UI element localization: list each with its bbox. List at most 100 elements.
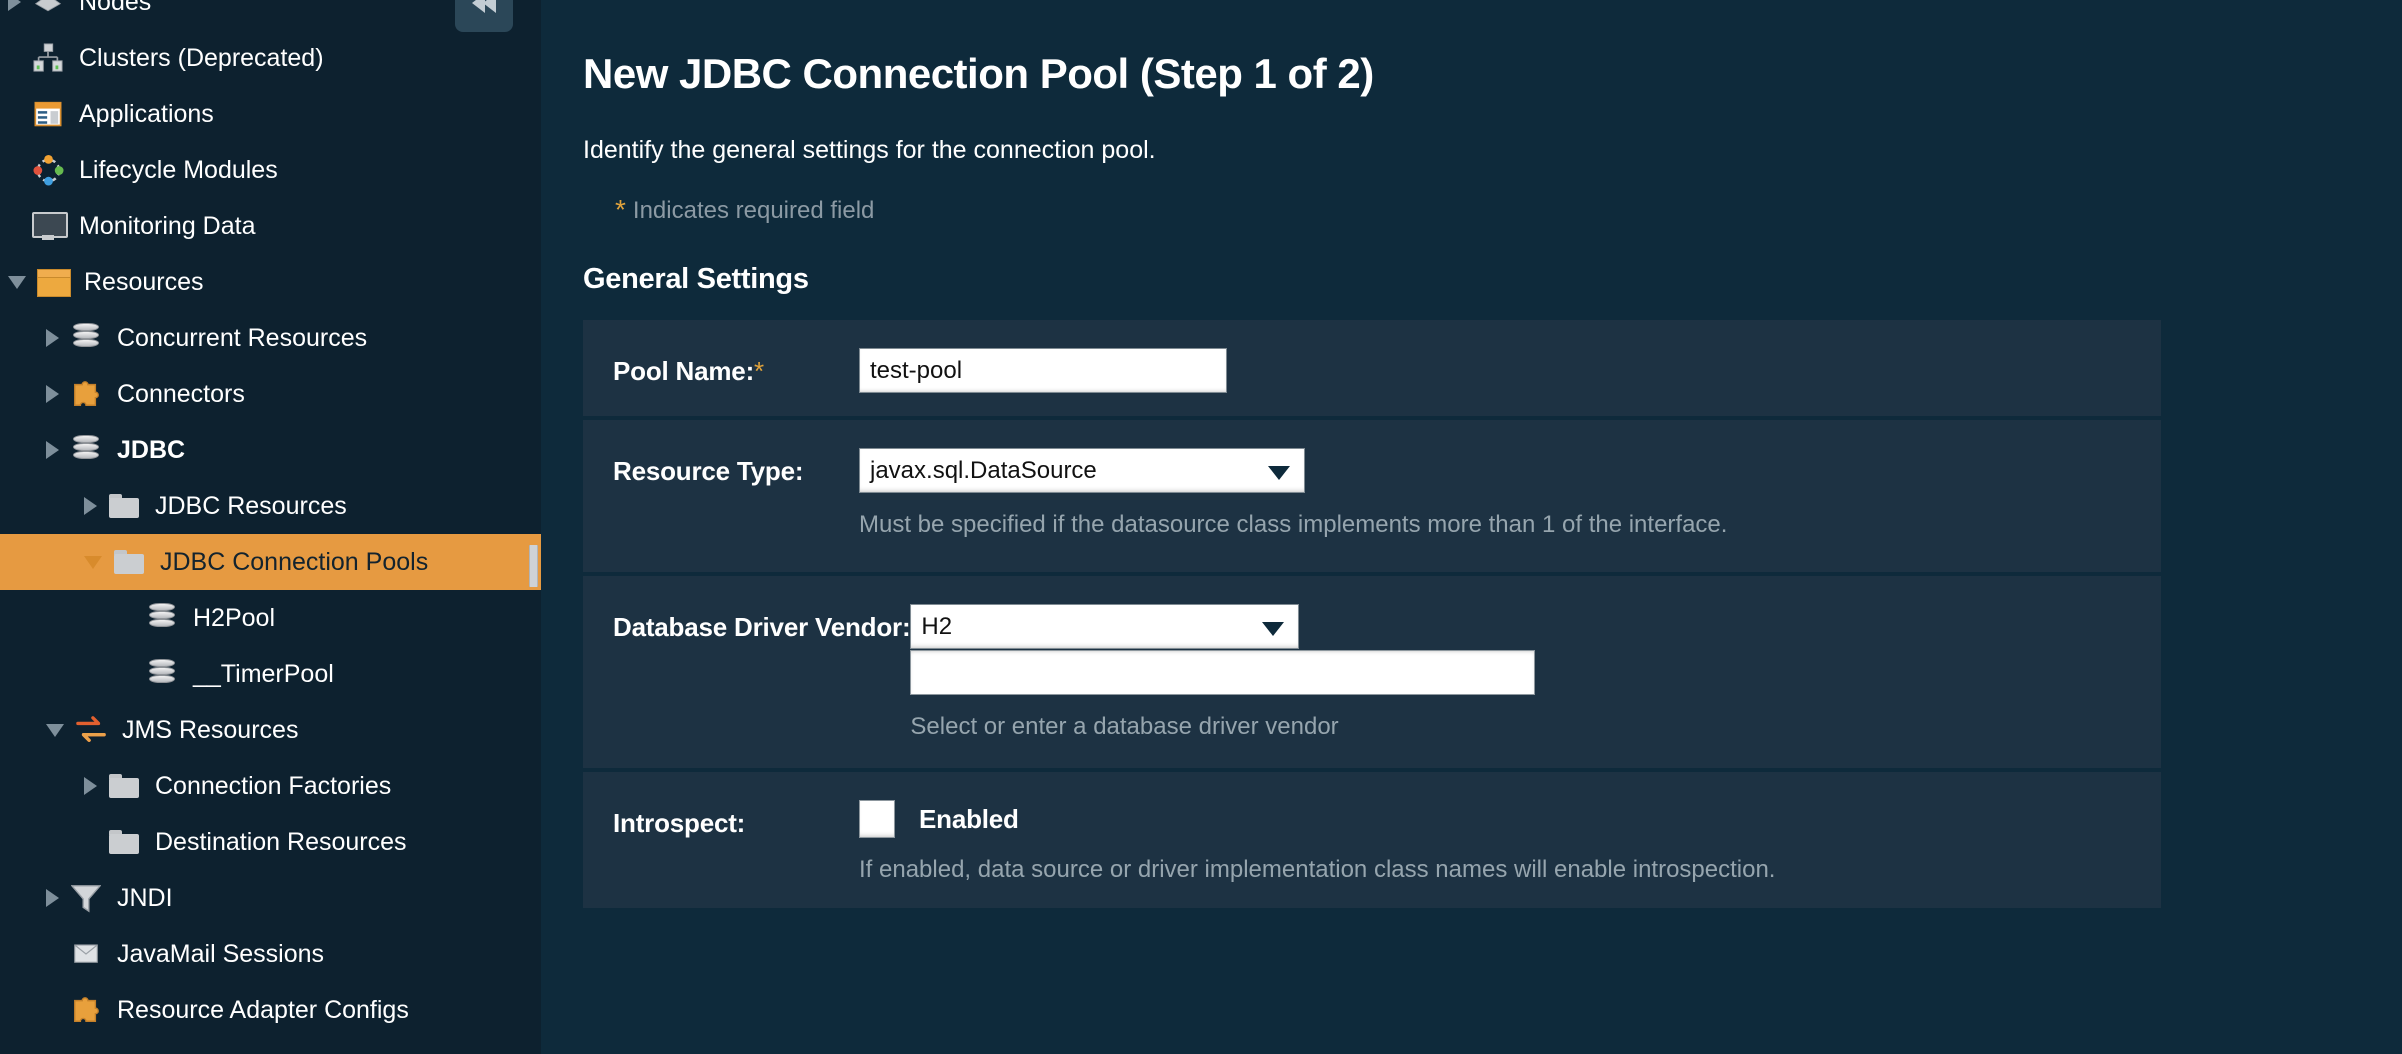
sidebar-item-label: JDBC Resources <box>155 491 347 520</box>
sidebar-item-label: JDBC <box>117 435 186 464</box>
chevron-right-icon[interactable] <box>8 0 21 11</box>
database-driver-vendor-hint: Select or enter a database driver vendor <box>910 713 1339 740</box>
tree-twisty-spacer <box>84 833 97 851</box>
required-asterisk-icon: * <box>754 356 764 386</box>
monitor-icon <box>31 209 68 243</box>
database-icon <box>69 321 103 355</box>
sidebar-item-label: Destination Resources <box>155 827 407 856</box>
double-chevron-left-icon <box>472 0 496 13</box>
tree-twisty-spacer <box>122 609 135 627</box>
sidebar-item-label: Monitoring Data <box>79 211 256 240</box>
chevron-down-icon[interactable] <box>8 275 26 289</box>
introspect-enabled-label: Enabled <box>919 803 1019 834</box>
mail-icon <box>69 937 103 971</box>
sidebar-item-lifecycle-modules[interactable]: Lifecycle Modules <box>0 142 541 198</box>
chevron-right-icon[interactable] <box>46 889 59 907</box>
page-description: Identify the general settings for the co… <box>583 136 1156 164</box>
database-driver-vendor-input[interactable] <box>910 650 1536 695</box>
sidebar-item-label: Connection Factories <box>155 771 392 800</box>
chevron-down-icon <box>1262 621 1285 636</box>
tree-twisty-spacer <box>8 217 21 235</box>
tree-twisty-spacer <box>8 161 21 179</box>
introspect-label: Introspect: <box>613 808 746 838</box>
tree-twisty-spacer <box>8 105 21 123</box>
sidebar-item-label: __TimerPool <box>193 659 334 688</box>
folder-icon <box>107 769 141 803</box>
page-title: New JDBC Connection Pool (Step 1 of 2) <box>583 50 1374 97</box>
general-settings-form: Pool Name:* test-pool Resource Type: jav… <box>583 320 2161 912</box>
sidebar-item-jdbc-resources[interactable]: JDBC Resources <box>0 478 541 534</box>
sidebar-item-label: JNDI <box>117 883 173 912</box>
tree-twisty-spacer <box>122 665 135 683</box>
chevron-down-icon[interactable] <box>84 555 102 569</box>
form-row-resource-type: Resource Type: javax.sql.DataSource Must… <box>583 420 2161 576</box>
sidebar-item-monitoring-data[interactable]: Monitoring Data <box>0 198 541 254</box>
general-settings-heading: General Settings <box>583 263 809 295</box>
resources-box-icon <box>36 265 71 299</box>
sidebar-item-clusters-deprecated[interactable]: Clusters (Deprecated) <box>0 30 541 86</box>
sidebar-scrollbar-thumb[interactable] <box>529 545 538 587</box>
sidebar-item-label: JavaMail Sessions <box>117 939 325 968</box>
sidebar-collapse-button[interactable] <box>455 0 513 32</box>
sidebar-item-jms-resources[interactable]: JMS Resources <box>0 702 541 758</box>
sidebar-item-resources[interactable]: Resources <box>0 254 541 310</box>
sidebar-item-h2pool[interactable]: H2Pool <box>0 590 541 646</box>
pool-name-input[interactable]: test-pool <box>859 348 1227 393</box>
sidebar-item-label: H2Pool <box>193 603 275 632</box>
applications-icon <box>31 97 65 131</box>
chevron-right-icon[interactable] <box>46 329 59 347</box>
sidebar-item-destination-resources[interactable]: Destination Resources <box>0 814 541 870</box>
form-row-database-driver-vendor: Database Driver Vendor: H2 Select or ent… <box>583 576 2161 772</box>
chevron-right-icon[interactable] <box>46 385 59 403</box>
sidebar-item-timerpool[interactable]: __TimerPool <box>0 646 541 702</box>
required-field-note: * Indicates required field <box>615 195 2402 225</box>
tree-twisty-spacer <box>46 945 59 963</box>
resource-type-select[interactable]: javax.sql.DataSource <box>859 448 1305 493</box>
database-driver-vendor-label: Database Driver Vendor: <box>613 612 911 642</box>
lifecycle-modules-icon <box>31 153 65 187</box>
resource-type-hint: Must be specified if the datasource clas… <box>859 511 1728 538</box>
sidebar-item-connection-factories[interactable]: Connection Factories <box>0 758 541 814</box>
folder-icon <box>112 545 146 579</box>
sidebar-item-label: Lifecycle Modules <box>79 155 278 184</box>
pool-name-label: Pool Name:* <box>613 356 764 386</box>
sidebar-item-label: Applications <box>79 99 214 128</box>
sidebar-item-jdbc-connection-pools[interactable]: JDBC Connection Pools <box>0 534 541 590</box>
main-content: New JDBC Connection Pool (Step 1 of 2) I… <box>541 0 2402 1054</box>
database-icon <box>145 601 179 635</box>
database-driver-vendor-select[interactable]: H2 <box>910 604 1300 649</box>
sidebar-item-label: JDBC Connection Pools <box>160 547 429 576</box>
database-icon <box>69 433 103 467</box>
introspect-enabled-checkbox[interactable] <box>859 800 895 838</box>
sidebar-item-label: Resource Adapter Configs <box>117 995 409 1024</box>
sidebar-item-applications[interactable]: Applications <box>0 86 541 142</box>
chevron-down-icon <box>1268 465 1290 480</box>
jms-exchange-arrows-icon <box>74 713 108 747</box>
introspect-hint: If enabled, data source or driver implem… <box>859 856 1776 883</box>
chevron-down-icon[interactable] <box>46 723 64 737</box>
form-row-introspect: Introspect: Enabled If enabled, data sou… <box>583 772 2161 912</box>
resource-type-label: Resource Type: <box>613 456 804 486</box>
required-field-note-text: Indicates required field <box>632 197 875 224</box>
sidebar-item-javamail-sessions[interactable]: JavaMail Sessions <box>0 926 541 982</box>
sidebar-item-nodes[interactable]: Nodes <box>0 0 541 30</box>
funnel-icon <box>69 881 103 915</box>
sidebar-item-label: Clusters (Deprecated) <box>79 43 324 72</box>
database-icon <box>145 657 179 691</box>
sidebar-item-jdbc[interactable]: JDBC <box>0 422 541 478</box>
sidebar-item-label: JMS Resources <box>122 715 299 744</box>
sidebar-item-connectors[interactable]: Connectors <box>0 366 541 422</box>
form-row-pool-name: Pool Name:* test-pool <box>583 320 2161 420</box>
sidebar-item-resource-adapter-configs[interactable]: Resource Adapter Configs <box>0 982 541 1038</box>
cluster-icon <box>31 41 65 75</box>
sidebar-item-concurrent-resources[interactable]: Concurrent Resources <box>0 310 541 366</box>
sidebar-item-label: Concurrent Resources <box>117 323 368 352</box>
sidebar-item-jndi[interactable]: JNDI <box>0 870 541 926</box>
chevron-right-icon[interactable] <box>84 497 97 515</box>
database-driver-vendor-selected-value: H2 <box>921 612 953 640</box>
chevron-right-icon[interactable] <box>46 441 59 459</box>
chevron-right-icon[interactable] <box>84 777 97 795</box>
sidebar-item-label: Connectors <box>117 379 245 408</box>
